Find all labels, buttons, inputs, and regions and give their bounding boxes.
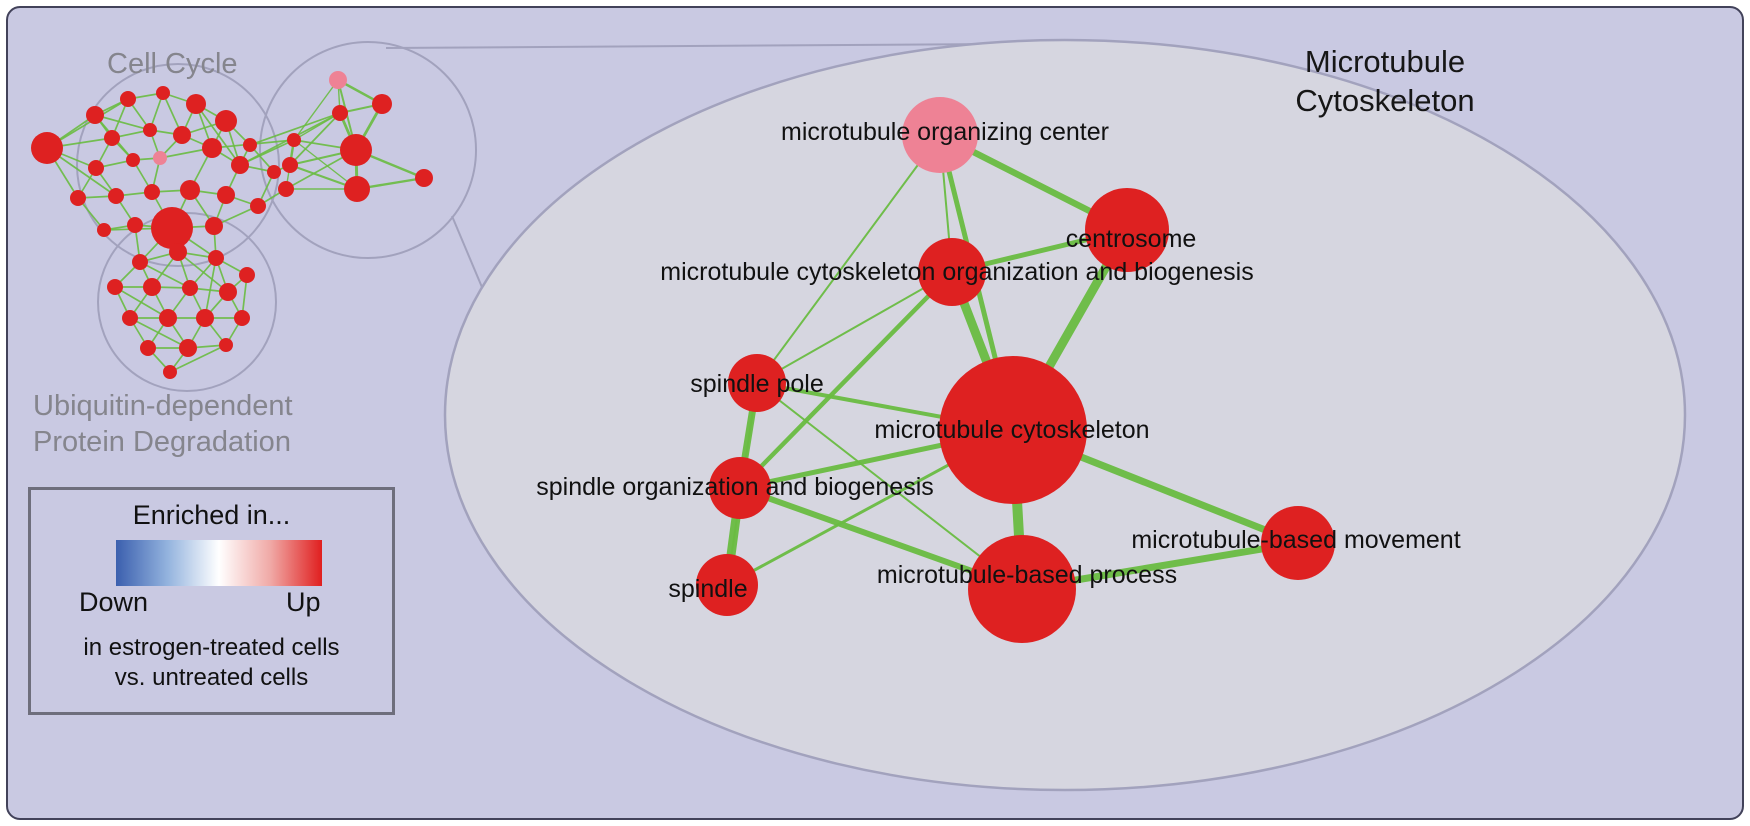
cluster-label-ubiquitin-line1: Ubiquitin-dependent xyxy=(33,390,293,422)
legend-down-label: Down xyxy=(79,587,149,617)
legend-title: Enriched in... xyxy=(132,500,291,530)
legend-subtitle-line2: vs. untreated cells xyxy=(114,664,309,691)
cluster-label-ubiquitin-line2: Protein Degradation xyxy=(33,426,291,458)
legend-gradient-bar xyxy=(116,540,322,586)
zoom-title-microtubule-cytoskeleton: Microtubule Cytoskeleton xyxy=(1265,42,1505,120)
legend-up-label: Up xyxy=(286,587,321,617)
legend-box: Enriched in... Down Up in estrogen-treat… xyxy=(28,487,395,715)
zoom-title-line1: Microtubule xyxy=(1304,44,1466,79)
cluster-label-ubiquitin: Ubiquitin-dependent Protein Degradation xyxy=(33,388,293,460)
legend-subtitle-line1: in estrogen-treated cells xyxy=(83,634,340,661)
zoom-title-line2: Cytoskeleton xyxy=(1295,83,1475,118)
legend-subtitle: in estrogen-treated cells vs. untreated … xyxy=(31,633,392,693)
cluster-label-cell-cycle: Cell Cycle xyxy=(107,48,238,80)
